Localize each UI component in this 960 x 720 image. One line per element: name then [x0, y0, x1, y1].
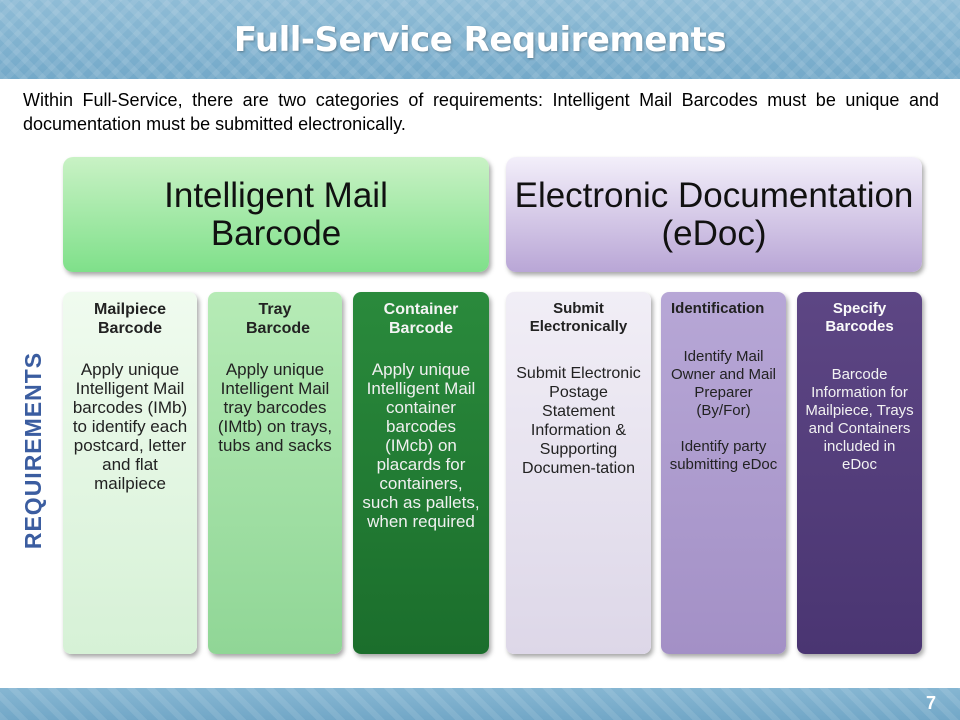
card-body: Identify Mail Owner and Mail Preparer (B… — [670, 348, 777, 419]
card-body: Apply unique Intelligent Mail barcodes (… — [72, 360, 188, 493]
card-title: Submit Electronically — [529, 300, 628, 335]
card-mailpiece-barcode: Mailpiece Barcode Apply unique Intellige… — [63, 292, 197, 654]
card-body: Submit Electronic Postage Statement Info… — [516, 365, 641, 477]
footer-bar: 7 — [0, 688, 960, 720]
card-title: Identification — [671, 300, 765, 317]
card-title: Container Barcode — [383, 301, 459, 337]
card-title: Specify Barcodes — [825, 300, 894, 335]
requirements-label: REQUIREMENTS — [20, 351, 47, 549]
card-submit-electronically: Submit Electronically Submit Electronic … — [506, 292, 651, 654]
card-body: Apply unique Intelligent Mail tray barco… — [217, 360, 333, 455]
card-body-secondary: Identify party submitting eDoc — [669, 438, 778, 473]
card-body: Barcode Information for Mailpiece, Trays… — [805, 366, 914, 473]
side-label: REQUIREMENTS — [14, 345, 54, 555]
card-body: Apply unique Intelligent Mail container … — [362, 360, 480, 531]
card-tray-barcode: Tray Barcode Apply unique Intelligent Ma… — [208, 292, 342, 654]
card-title: Tray Barcode — [246, 301, 311, 337]
header-electronic-documentation: Electronic Documentation (eDoc) — [506, 157, 922, 272]
header-label: Electronic Documentation (eDoc) — [514, 175, 914, 253]
header-label: Intelligent Mail Barcode — [164, 175, 388, 253]
card-title: Mailpiece Barcode — [93, 301, 167, 337]
slide-title: Full-Service Requirements — [233, 19, 727, 60]
card-specify-barcodes: Specify Barcodes Barcode Information for… — [797, 292, 922, 654]
title-bar: Full-Service Requirements — [0, 0, 960, 79]
page-number: 7 — [925, 693, 936, 713]
card-identification: Identification Identify Mail Owner and M… — [661, 292, 786, 654]
card-container-barcode: Container Barcode Apply unique Intellige… — [353, 292, 489, 654]
header-intelligent-mail-barcode: Intelligent Mail Barcode — [63, 157, 489, 272]
intro-text: Within Full-Service, there are two categ… — [23, 90, 939, 134]
